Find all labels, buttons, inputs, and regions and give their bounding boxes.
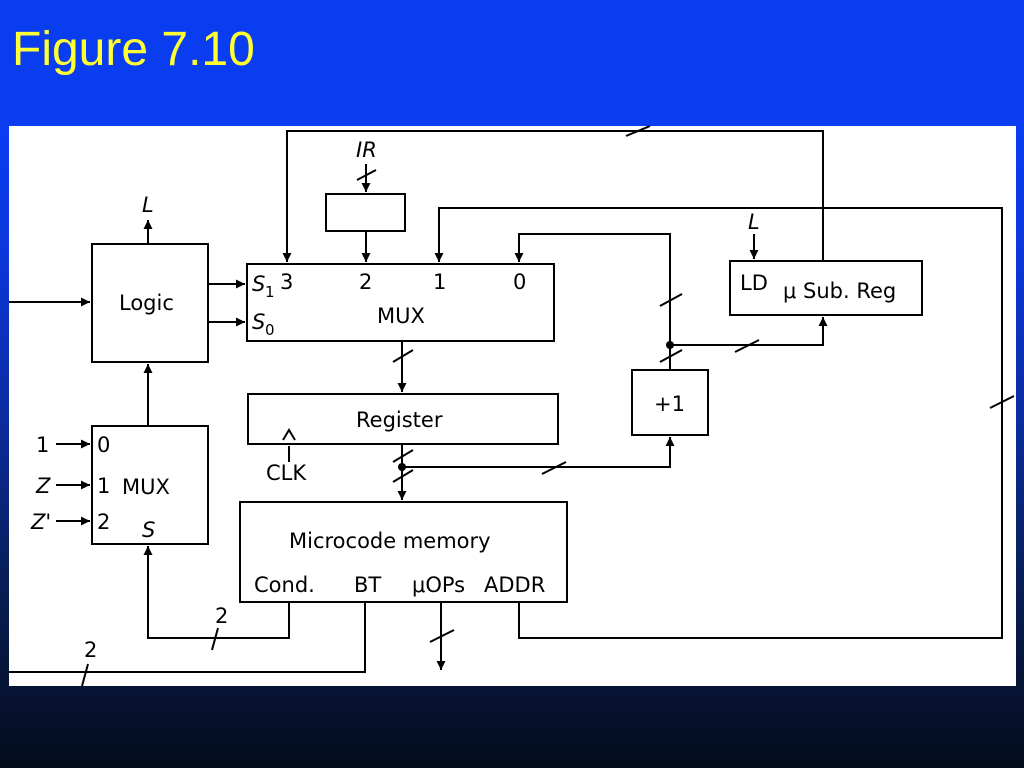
mux-left-label: MUX (122, 475, 170, 499)
mux-left-select-label: S (142, 518, 155, 542)
slide-title: Figure 7.10 (12, 23, 255, 76)
logic-label: Logic (119, 291, 174, 315)
sub-reg-block (729, 260, 923, 316)
microcode-memory-block (239, 501, 568, 603)
mux-s1-subscript: 1 (265, 283, 275, 301)
mux-left-input-2-label: 2 (97, 510, 110, 534)
mux-input-2-label: 2 (359, 270, 372, 294)
incrementer-label: +1 (654, 392, 685, 416)
mux-left-input-1-label: 1 (97, 474, 110, 498)
memory-uops-label: μOPs (412, 573, 465, 597)
logic-block (91, 243, 209, 363)
mux-s0-subscript: 0 (265, 321, 275, 339)
bt-bus-width-label: 2 (84, 638, 97, 662)
memory-cond-label: Cond. (254, 573, 315, 597)
clk-label: CLK (266, 461, 307, 485)
sub-reg-l-label: L (748, 210, 760, 234)
mux-left-input-0-label: 0 (97, 433, 110, 457)
memory-bt-label: BT (354, 573, 381, 597)
mux-left-block (91, 425, 209, 545)
microcode-memory-label: Microcode memory (289, 529, 491, 553)
mux-left-source-2-label: Z' (30, 510, 51, 534)
mux-top-label: MUX (377, 304, 425, 328)
ir-label: IR (356, 138, 377, 162)
register-label: Register (356, 408, 443, 432)
mux-left-source-0-label: 1 (36, 433, 49, 457)
memory-addr-label: ADDR (484, 573, 545, 597)
mux-input-1-label: 1 (433, 270, 446, 294)
mux-top-block (246, 263, 555, 342)
logic-output-label: L (142, 193, 154, 217)
mux-left-source-1-label: Z (35, 474, 51, 498)
ir-register-block (325, 193, 406, 232)
sub-reg-label: μ Sub. Reg (783, 279, 896, 303)
mux-s0-label: S (252, 310, 265, 334)
diagram-panel (9, 126, 1016, 686)
mux-input-3-label: 3 (280, 270, 293, 294)
mux-s1-label: S (252, 272, 265, 296)
mux-input-0-label: 0 (513, 270, 526, 294)
sub-reg-ld-label: LD (740, 271, 768, 295)
cond-bus-width-label: 2 (215, 604, 228, 628)
